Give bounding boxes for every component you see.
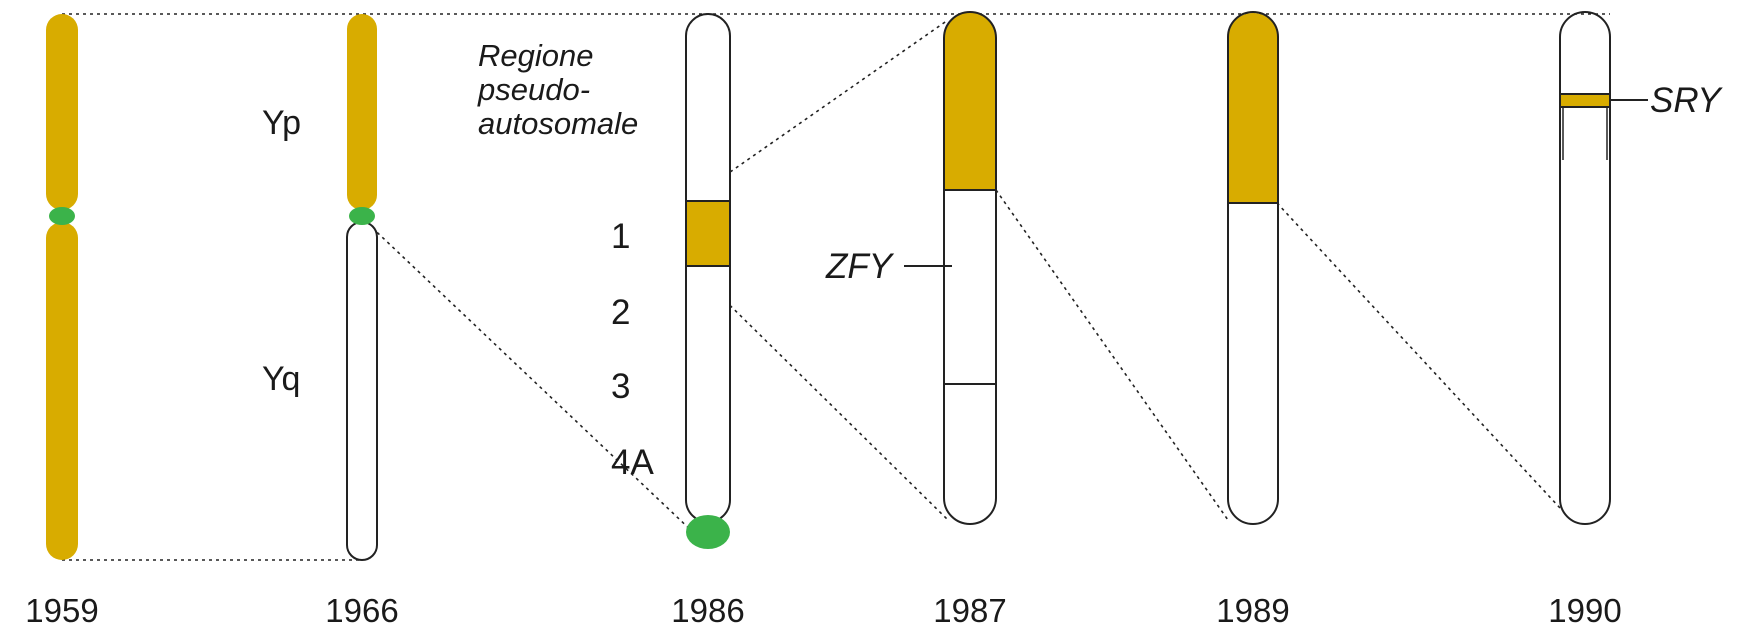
year-label-1959: 1959 xyxy=(25,592,98,629)
dotted-line-1986-band1-bottom-to-1987-bottom xyxy=(689,265,949,521)
outline-1989 xyxy=(1227,11,1279,525)
chromosome-1987 xyxy=(943,11,997,525)
chromosome-1959 xyxy=(46,14,78,560)
gene-label-sry: SRY xyxy=(1650,81,1723,120)
chromosome-1990 xyxy=(1559,11,1611,525)
chromosome-1989 xyxy=(1227,11,1279,525)
year-label-1986: 1986 xyxy=(671,592,744,629)
arm-p-1966 xyxy=(347,14,377,210)
highlight-1987 xyxy=(944,12,996,190)
band-1-highlight-1986 xyxy=(685,200,731,267)
band-label-3: 3 xyxy=(611,367,630,406)
year-label-1990: 1990 xyxy=(1548,592,1621,629)
arm-q-1966 xyxy=(346,221,378,561)
arm-q-1959 xyxy=(46,222,78,560)
region-label-line2: pseudo- xyxy=(477,72,590,107)
chromosome-1966 xyxy=(346,14,378,561)
region-label-line1: Regione xyxy=(478,38,593,73)
arm-p-1959 xyxy=(46,14,78,210)
zfy-box-1987 xyxy=(943,189,997,385)
band-label-2: 2 xyxy=(611,293,630,332)
dotted-line-1987-zfy-to-1989-bottom xyxy=(995,189,1229,521)
band-label-4a: 4A xyxy=(611,443,654,482)
year-label-1987: 1987 xyxy=(933,592,1006,629)
sry-band-1990 xyxy=(1559,93,1611,108)
year-label-1989: 1989 xyxy=(1216,592,1289,629)
highlight-1989 xyxy=(1228,13,1278,203)
gene-label-zfy: ZFY xyxy=(825,247,895,286)
arm-label-yq: Yq xyxy=(262,360,300,398)
chromosome-1986 xyxy=(685,13,731,549)
centromere-1966 xyxy=(349,207,375,225)
year-label-1966: 1966 xyxy=(325,592,398,629)
connector-lines xyxy=(62,13,1610,561)
arm-label-yp: Yp xyxy=(262,104,301,142)
centromere-1986 xyxy=(686,515,730,549)
band-label-1: 1 xyxy=(611,217,630,256)
centromere-1959 xyxy=(49,207,75,225)
dotted-line-1989-split-to-1990-bottom xyxy=(1276,202,1561,509)
dotted-line-1966-centromere-to-1986-bottom xyxy=(361,217,697,536)
region-label-line3: autosomale xyxy=(478,106,638,141)
body-1986 xyxy=(685,13,731,523)
outline-1990 xyxy=(1559,11,1611,525)
